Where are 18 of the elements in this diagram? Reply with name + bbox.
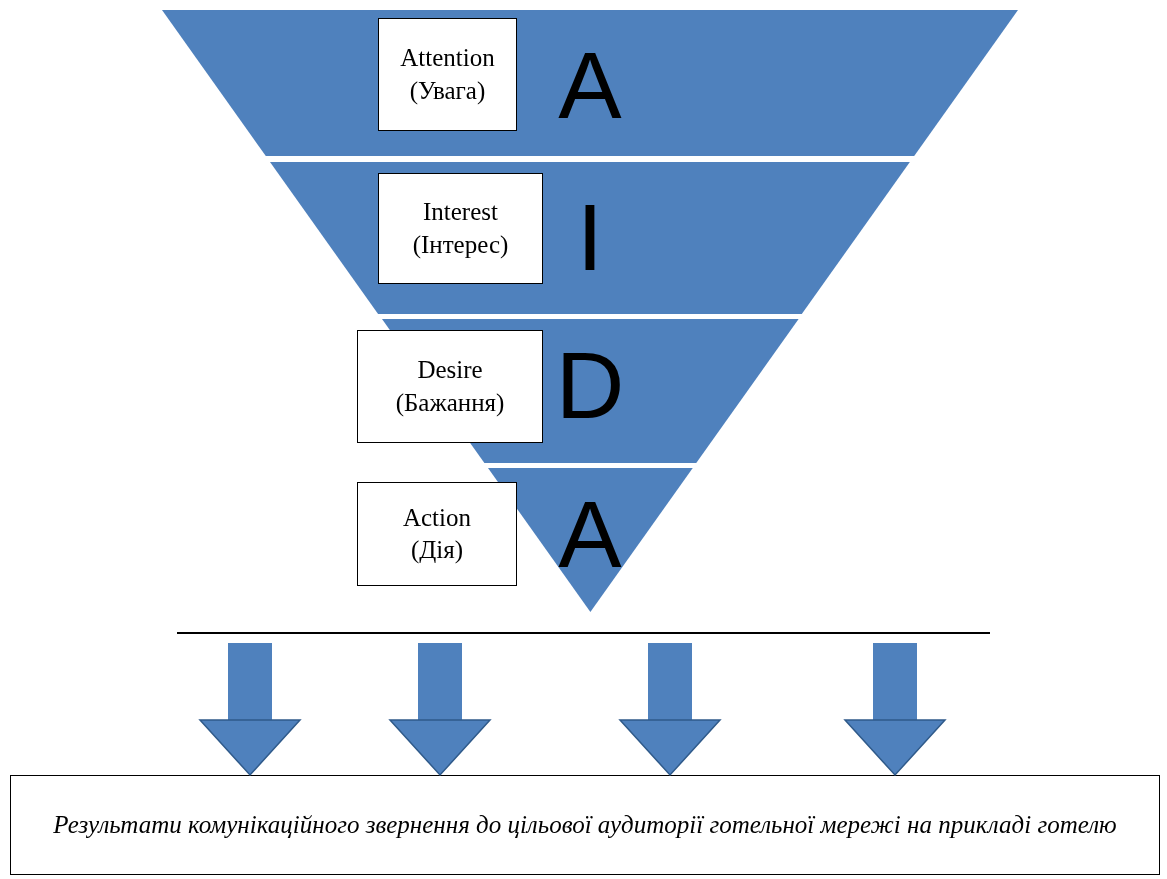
stage-letter: I <box>575 190 605 285</box>
block-arrow <box>844 643 946 776</box>
block-arrow <box>199 643 301 776</box>
stage-label: Action (Дія) <box>401 502 472 566</box>
stage-box <box>357 330 543 443</box>
stage-letter: A <box>557 38 623 133</box>
stage-box <box>378 18 517 131</box>
result-box <box>10 775 1160 875</box>
stage-letter: D <box>554 338 626 433</box>
stage-box <box>357 482 517 586</box>
stage-label: Desire (Бажання) <box>394 355 506 418</box>
stage-box <box>378 173 543 284</box>
block-arrow <box>389 643 491 776</box>
stage-letter: A <box>557 487 623 582</box>
block-arrow <box>619 643 721 776</box>
stage-label: Attention (Увага) <box>399 43 496 106</box>
result-text: Результати комунікаційного звернення до цільової аудиторії готельної мережі на прикладі готелю <box>53 810 1117 841</box>
stage-label: Interest (Інтерес) <box>411 197 510 260</box>
